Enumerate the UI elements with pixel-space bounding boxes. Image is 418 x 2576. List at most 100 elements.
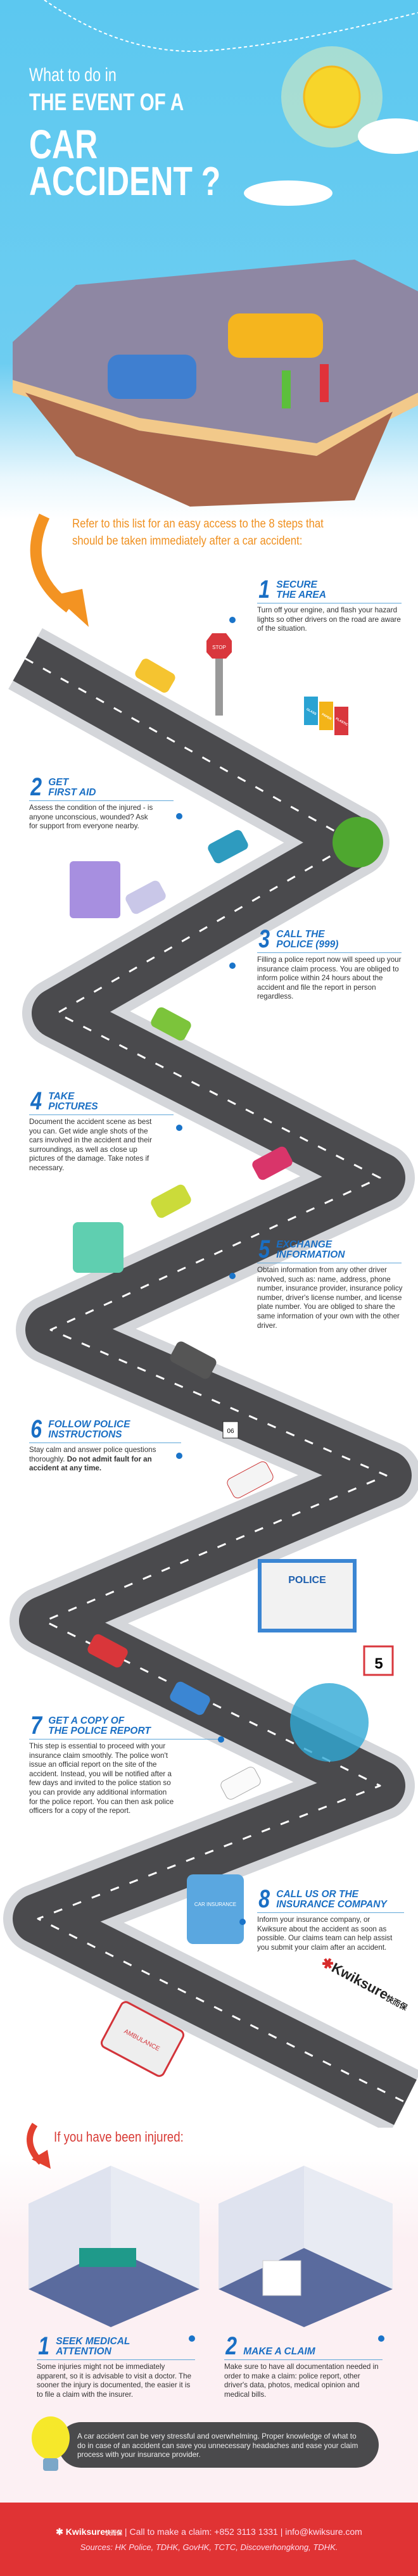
office-wall xyxy=(218,2166,304,2289)
injured-1-pin xyxy=(189,2335,195,2342)
title-line-3: CAR xyxy=(29,122,98,167)
step-8-pin xyxy=(239,1919,246,1925)
step-2-pin xyxy=(176,813,182,819)
platform-rocks xyxy=(25,393,393,507)
drivers-license-card xyxy=(73,1222,124,1273)
injured-illustrations xyxy=(28,2166,393,2327)
footer-logo: ✱ Kwiksure快而保 xyxy=(56,2527,123,2537)
red-car xyxy=(87,1634,128,1668)
police-station xyxy=(258,1559,357,1632)
injured-body: Make sure to have all documentation need… xyxy=(224,2363,379,2399)
step-body: Document the accident scene as best you … xyxy=(29,1118,152,1172)
step-number: 1 xyxy=(258,576,270,603)
step-title: EXCHANGE xyxy=(276,1239,332,1250)
bin-paper xyxy=(319,702,333,730)
person-green xyxy=(282,370,291,408)
step-warning: Do not admit fault for an accident at an… xyxy=(29,1455,152,1473)
step-body: Filling a police report now will speed u… xyxy=(257,956,402,1001)
road-map: STOP GLASS PAPER PLASTIC 06 POLICE 5 CAR… xyxy=(3,628,418,2128)
injured-title: MAKE A CLAIM xyxy=(243,2346,315,2357)
lane-markings xyxy=(25,657,406,2104)
tree-icon xyxy=(332,817,383,868)
yellow-crashed-car xyxy=(135,659,175,693)
intro-text: Refer to this list for an easy access to… xyxy=(72,517,324,548)
red-arrow-icon xyxy=(27,2123,51,2169)
lightbulb-icon xyxy=(32,2416,70,2471)
step-body: Stay calm and answer police questions th… xyxy=(29,1446,156,1473)
footer-contact: ✱ Kwiksure快而保 | Call to make a claim: +8… xyxy=(56,2527,362,2537)
green-car xyxy=(151,1007,191,1041)
step-title: GET xyxy=(48,777,69,788)
bin-plastic xyxy=(334,707,348,735)
stop-sign-label: STOP xyxy=(212,645,226,650)
step-body: This step is essential to proceed with y… xyxy=(29,1742,174,1815)
police-car xyxy=(227,1461,274,1499)
black-car xyxy=(170,1341,217,1379)
orange-arrow-icon xyxy=(30,514,89,627)
step-body: Obtain information from any other driver… xyxy=(257,1266,403,1330)
step-body: Inform your insurance company, or Kwiksu… xyxy=(257,1916,393,1952)
cloud-icon xyxy=(358,118,418,154)
step-number: 3 xyxy=(258,925,270,953)
blue-car xyxy=(108,355,196,399)
injured-body: Some injuries might not be immediately a… xyxy=(37,2363,192,2399)
clipboard-label: CAR INSURANCE xyxy=(194,1902,236,1907)
injured-divider xyxy=(224,2359,383,2360)
calendar-icon xyxy=(363,1645,394,1676)
step-7-pin xyxy=(218,1736,224,1743)
hero-illustration xyxy=(13,0,418,507)
step-number: 8 xyxy=(258,1885,270,1913)
police-officer-card xyxy=(70,861,120,918)
step-number: 2 xyxy=(30,773,42,801)
step-title: TAKE xyxy=(48,1091,75,1102)
calendar-label: 5 xyxy=(374,1655,383,1672)
stop-sign-icon xyxy=(206,633,232,659)
step-body: Turn off your engine, and flash your haz… xyxy=(257,606,401,633)
office-desk xyxy=(262,2260,301,2296)
police-station-label: POLICE xyxy=(288,1575,326,1586)
lime-car xyxy=(151,1184,191,1218)
logo-mark-icon: ✱ xyxy=(56,2527,63,2537)
injured-number: 2 xyxy=(225,2332,238,2360)
insurance-clipboard xyxy=(187,1874,244,1944)
step-6-pin xyxy=(176,1453,182,1459)
sun-icon xyxy=(303,65,361,129)
step-number: 5 xyxy=(258,1235,270,1263)
office-floor xyxy=(218,2248,393,2327)
step-divider xyxy=(257,1912,404,1913)
white-suv xyxy=(220,1767,261,1800)
bin-glass xyxy=(304,697,318,725)
footer-email[interactable]: info@kwiksure.com xyxy=(285,2527,362,2537)
white-car xyxy=(125,880,166,914)
title-line-4: ACCIDENT ? xyxy=(29,158,221,204)
step-divider xyxy=(29,1114,174,1115)
injured-heading: If you have been injured: xyxy=(54,2129,184,2145)
footer-sources: Sources: HK Police, TDHK, GovHK, TCTC, D… xyxy=(80,2542,338,2552)
footer-phone[interactable]: Call to make a claim: +852 3113 1331 xyxy=(129,2527,278,2537)
step-5-pin xyxy=(229,1273,236,1279)
exam-bed xyxy=(79,2248,136,2267)
step-divider xyxy=(257,952,402,953)
step-4-pin xyxy=(176,1125,182,1131)
cloud-icon xyxy=(244,180,332,206)
step-3-pin xyxy=(229,963,236,969)
injured-number: 1 xyxy=(38,2332,50,2360)
step-divider xyxy=(29,800,174,801)
injured-2-pin xyxy=(378,2335,384,2342)
flight-path xyxy=(44,0,418,52)
report-bubble xyxy=(290,1683,369,1762)
step-title: SECURE xyxy=(276,579,317,590)
tip-box: A car accident can be very stressful and… xyxy=(58,2422,379,2468)
teal-car xyxy=(208,830,248,864)
ambulance xyxy=(100,2001,185,2077)
step-title: CALL US OR THE xyxy=(276,1889,358,1900)
